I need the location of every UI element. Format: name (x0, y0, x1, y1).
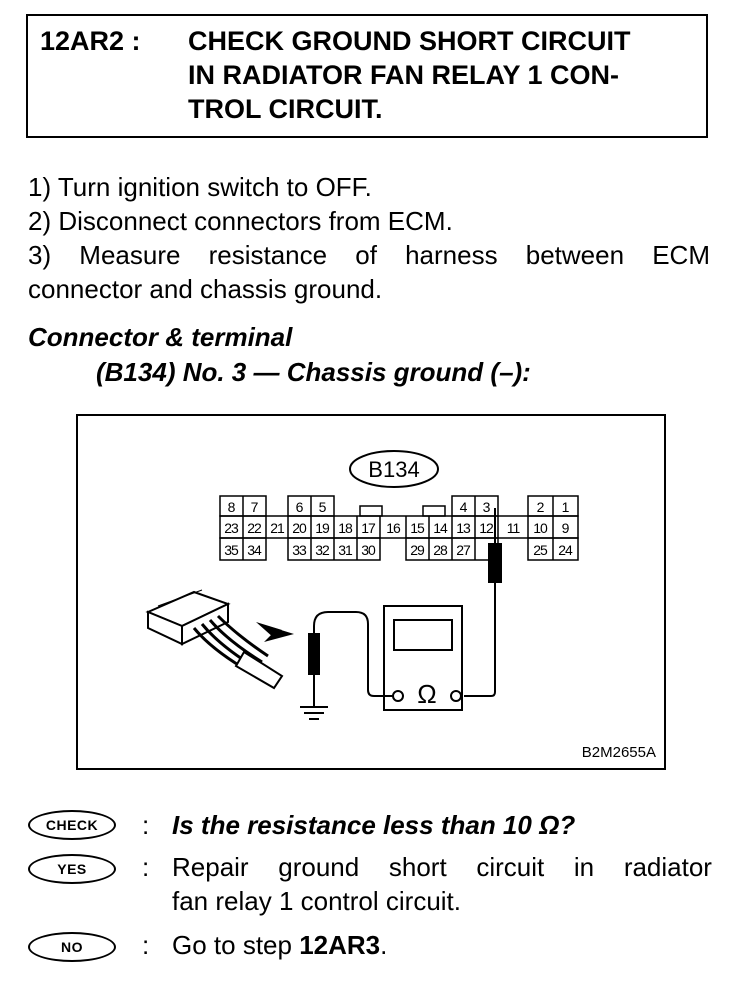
step-title: CHECK GROUND SHORT CIRCUIT IN RADIATOR F… (188, 24, 698, 126)
instruction-word: of (355, 240, 377, 270)
pin-number: 11 (507, 520, 521, 536)
pin-number: 16 (386, 520, 401, 536)
pin-number: 13 (456, 520, 471, 536)
instruction-item: 2) Disconnect connectors from ECM. (28, 206, 453, 236)
pin-number: 12 (479, 520, 494, 536)
pin-number: 20 (292, 520, 307, 536)
wiring-diagram: B134 (76, 414, 666, 770)
pin-numbers: 8 7 6 5 4 3 2 1 23 22 21 20 19 18 17 16 … (224, 499, 574, 558)
yes-word: short (388, 852, 447, 882)
no-colon: : (142, 930, 150, 960)
yes-word: circuit (476, 852, 545, 882)
pin-number: 6 (296, 499, 304, 515)
pin-number: 9 (562, 520, 570, 536)
step-title-line: TROL CIRCUIT. (188, 94, 383, 124)
instruction-word: 3) (28, 240, 52, 270)
positive-probe (464, 508, 502, 697)
instruction-continuation: connector and chassis ground. (28, 274, 383, 304)
negative-probe (308, 611, 393, 706)
no-action-prefix: Go to step (172, 930, 300, 960)
pin-number: 32 (315, 542, 330, 558)
step-title-line: CHECK GROUND SHORT CIRCUIT (188, 26, 631, 56)
instruction-word: ECM (652, 240, 710, 270)
insert-arrow-icon (256, 622, 294, 642)
connector-heading: Connector & terminal (28, 322, 293, 352)
pin-number: 1 (562, 499, 570, 515)
step-title-box: 12AR2 : CHECK GROUND SHORT CIRCUIT IN RA… (26, 14, 708, 138)
meter-display (393, 619, 453, 651)
step-title-line: IN RADIATOR FAN RELAY 1 CON- (188, 60, 620, 90)
yes-action: Repair ground short circuit in radiator … (172, 850, 712, 918)
pin-number: 25 (533, 542, 548, 558)
pin-number: 4 (460, 499, 468, 515)
pin-number: 27 (456, 542, 471, 558)
pin-number: 7 (251, 499, 259, 515)
instruction-word: between (525, 240, 625, 270)
figure-code: B2M2655A (581, 744, 656, 761)
pin-number: 22 (247, 520, 262, 536)
pin-number: 31 (338, 542, 353, 558)
connector-label: B134 (349, 450, 439, 488)
yes-word: Repair (172, 852, 249, 882)
pin-number-3: 3 (483, 499, 491, 515)
harness-connector (145, 589, 284, 690)
pin-number: 8 (228, 499, 236, 515)
instruction-word: Measure (79, 240, 181, 270)
yes-colon: : (142, 852, 150, 882)
no-action-suffix: . (380, 930, 388, 960)
pin-row (219, 515, 579, 539)
ecm-connector (219, 495, 579, 561)
connector-key (422, 505, 446, 517)
pin-number: 17 (361, 520, 376, 536)
check-question: Is the resistance less than 10 Ω? (172, 810, 576, 840)
yes-badge: YES (28, 854, 116, 884)
pin-number: 10 (533, 520, 548, 536)
pin-number: 21 (270, 520, 285, 536)
pin-number: 28 (433, 542, 448, 558)
yes-word: in (573, 852, 595, 882)
pin-number: 18 (338, 520, 353, 536)
yes-word: radiator (623, 852, 712, 882)
no-row: NO : Go to step 12AR3. (28, 928, 718, 962)
yes-action-line: fan relay 1 control circuit. (172, 886, 462, 916)
pin-number: 5 (319, 499, 327, 515)
pin-number: 15 (410, 520, 425, 536)
pin-number: 24 (558, 542, 573, 558)
pin-number: 14 (433, 520, 448, 536)
ohmmeter: Ω (383, 605, 463, 711)
instruction-item: 1) Turn ignition switch to OFF. (28, 172, 372, 202)
pin-number: 23 (224, 520, 239, 536)
step-code: 12AR2 : (40, 26, 141, 56)
pin-number: 35 (224, 542, 239, 558)
check-colon: : (142, 810, 150, 840)
no-action: Go to step 12AR3. (172, 928, 712, 962)
yes-word: ground (278, 852, 360, 882)
instruction-item: 3) Measure resistance of harness between… (28, 238, 710, 272)
next-step-code: 12AR3 (299, 930, 381, 960)
pin-number: 33 (292, 542, 307, 558)
connector-label-text: B134 (368, 457, 419, 482)
check-badge: CHECK (28, 810, 116, 840)
ohm-symbol: Ω (417, 679, 436, 709)
instruction-word: resistance (208, 240, 328, 270)
connector-key (359, 505, 383, 517)
no-badge: NO (28, 932, 116, 962)
diagram-drawing: B134 (145, 450, 579, 720)
pin-number: 29 (410, 542, 425, 558)
pin-number: 19 (315, 520, 330, 536)
pin-number: 30 (361, 542, 376, 558)
instructions-list: 1) Turn ignition switch to OFF. 2) Disco… (28, 170, 710, 306)
yes-row: YES : Repair ground short circuit in rad… (28, 850, 718, 920)
connector-terminal: (B134) No. 3 — Chassis ground (–): (96, 357, 531, 387)
instruction-word: harness (405, 240, 498, 270)
ground-icon (300, 706, 328, 720)
check-row: CHECK : Is the resistance less than 10 Ω… (28, 808, 718, 842)
meter-terminal (450, 690, 462, 702)
pin-number: 34 (247, 542, 262, 558)
meter-terminal (392, 690, 404, 702)
pin-number: 2 (537, 499, 545, 515)
yes-action-line: Repair ground short circuit in radiator (172, 850, 712, 884)
